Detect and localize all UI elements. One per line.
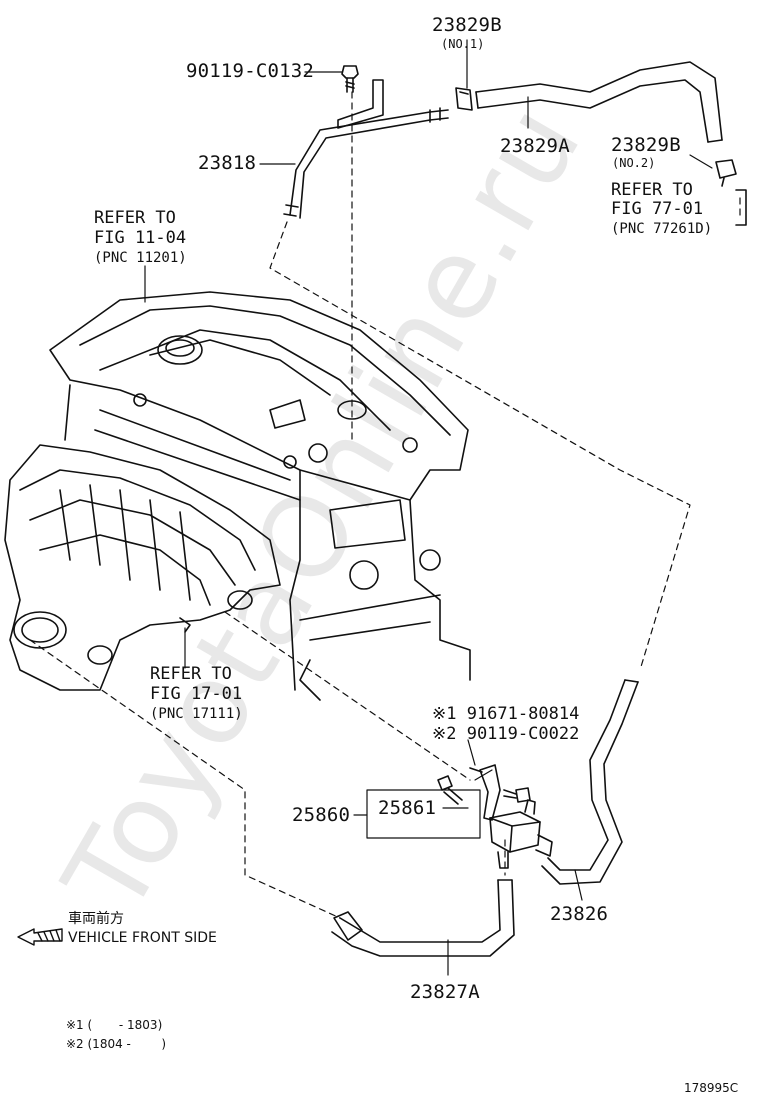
ref-17-line2: FIG 17-01 bbox=[150, 684, 243, 704]
part-label-23829b-no2: 23829B bbox=[611, 134, 681, 156]
bolt-90119-c0132 bbox=[341, 65, 359, 93]
vsv-bracket bbox=[469, 764, 501, 821]
hose-23827a bbox=[331, 879, 515, 957]
vehicle-front-jp: 車両前方 bbox=[68, 911, 124, 927]
part-label-23827a: 23827A bbox=[410, 981, 480, 1003]
part-label-23826: 23826 bbox=[550, 903, 609, 925]
part-label-23829a: 23829A bbox=[500, 135, 570, 157]
ref-11-pnc: (PNC 11201) bbox=[94, 250, 187, 266]
footnote-2: ※2 (1804 - ) bbox=[66, 1037, 167, 1051]
vehicle-front-arrow bbox=[17, 928, 63, 946]
figure-id: 178995C bbox=[684, 1081, 739, 1095]
clip-23829b-no1 bbox=[455, 87, 473, 111]
ref-77-line1: REFER TO bbox=[611, 180, 693, 200]
bolt-90119-c0022 bbox=[503, 787, 531, 803]
part-note-no1: (NO.1) bbox=[441, 37, 485, 51]
ref-11-line1: REFER TO bbox=[94, 208, 176, 228]
dashed-leader-lines bbox=[29, 91, 741, 919]
ref-17-pnc: (PNC 17111) bbox=[150, 706, 243, 722]
part-label-25860: 25860 bbox=[292, 804, 351, 826]
dash-manifold-to-hose bbox=[29, 639, 341, 919]
engine-block bbox=[49, 291, 471, 701]
pipe-23818 bbox=[283, 79, 449, 219]
part-label-23818: 23818 bbox=[198, 152, 257, 174]
footnote-1: ※1 ( - 1803) bbox=[66, 1018, 163, 1032]
clip-23829b-no2 bbox=[715, 159, 747, 226]
dash-manifold-to-bracket bbox=[224, 611, 471, 781]
part-label-90119-c0132: 90119-C0132 bbox=[186, 60, 315, 82]
vehicle-front-en: VEHICLE FRONT SIDE bbox=[68, 930, 217, 946]
part-label-90119-c0022: ※2 90119-C0022 bbox=[432, 724, 580, 744]
ref-17-line1: REFER TO bbox=[150, 664, 232, 684]
hose-23829a bbox=[475, 61, 723, 143]
ref-11-line2: FIG 11-04 bbox=[94, 228, 187, 248]
part-note-no2: (NO.2) bbox=[612, 156, 656, 170]
vsv-25861 bbox=[489, 799, 553, 869]
dash-hose-to-valve bbox=[269, 221, 691, 671]
hose-23826 bbox=[541, 679, 639, 885]
part-label-23829b-no1: 23829B bbox=[432, 14, 502, 36]
part-label-25861: 25861 bbox=[378, 797, 437, 819]
ref-77-pnc: (PNC 77261D) bbox=[611, 221, 713, 237]
part-label-91671-80814: ※1 91671-80814 bbox=[432, 704, 580, 724]
intake-manifold bbox=[4, 444, 281, 691]
bolt-91671 bbox=[437, 775, 463, 805]
ref-77-line2: FIG 77-01 bbox=[611, 199, 704, 219]
